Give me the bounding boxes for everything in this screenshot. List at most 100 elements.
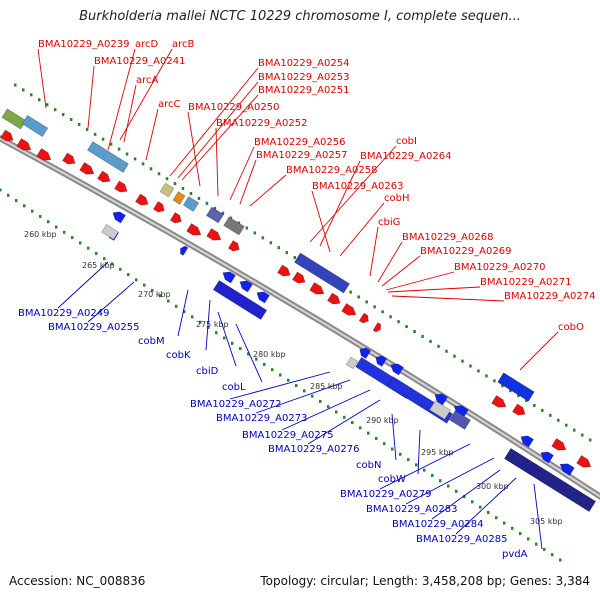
- inner-tick-dot: [143, 283, 146, 287]
- forward-gene-arrow: [16, 138, 32, 151]
- inner-tick-dot: [279, 373, 282, 377]
- gene-label-forward: cbiG: [378, 217, 400, 228]
- outer-tick-dot: [77, 122, 81, 126]
- gene-label-forward: BMA10229_A0269: [420, 246, 511, 257]
- forward-gene-arrow: [341, 303, 357, 316]
- outer-tick-dot: [357, 295, 360, 299]
- feature-box: [87, 141, 129, 173]
- outer-tick-dot: [381, 310, 384, 314]
- outer-tick-dot: [365, 300, 368, 304]
- leader-line: [533, 483, 543, 550]
- gene-label-forward: BMA10229_A0252: [216, 118, 307, 129]
- outer-tick-dot: [437, 344, 440, 348]
- reverse-gene-arrow: [559, 463, 575, 476]
- tick-label: 265 kbp: [82, 261, 115, 270]
- inner-tick-dot: [383, 442, 386, 446]
- outer-tick-dot: [405, 325, 408, 329]
- inner-tick-dot: [287, 378, 290, 382]
- leader-line: [339, 202, 385, 257]
- outer-tick-dot: [413, 330, 416, 334]
- leader-line: [391, 295, 505, 302]
- gene-label-forward: BMA10229_A0250: [188, 102, 279, 113]
- outer-tick-dot: [229, 216, 233, 220]
- leader-line: [249, 174, 287, 207]
- inner-tick-dot: [375, 436, 378, 440]
- outer-tick-dot: [14, 83, 17, 87]
- gene-label-reverse: cobL: [222, 382, 246, 393]
- forward-gene-arrow: [309, 282, 325, 295]
- outer-tick-dot: [469, 364, 472, 368]
- feature-box: [503, 447, 597, 513]
- outer-tick-dot: [445, 349, 448, 353]
- leader-line: [181, 94, 259, 181]
- gene-label-reverse: pvdA: [502, 549, 528, 560]
- inner-tick-dot: [231, 341, 234, 345]
- outer-tick-dot: [485, 374, 488, 378]
- tick-label: 300 kbp: [476, 482, 509, 491]
- gene-label-forward: BMA10229_A0270: [454, 262, 545, 273]
- inner-tick-dot: [471, 500, 474, 504]
- outer-tick-dot: [101, 137, 105, 141]
- leader-line: [169, 67, 259, 177]
- outer-tick-dot: [277, 246, 281, 250]
- outer-tick-dot: [117, 147, 121, 151]
- inner-tick-dot: [439, 479, 442, 483]
- gene-label-forward: cobO: [558, 322, 584, 333]
- inner-tick-dot: [95, 251, 98, 255]
- inner-tick-dot: [463, 495, 466, 499]
- gene-label-reverse: BMA10229_A0276: [268, 444, 359, 455]
- leader-line: [385, 271, 455, 291]
- outer-tick-dot: [181, 187, 185, 191]
- forward-gene-arrow: [186, 223, 202, 236]
- leader-line: [431, 469, 501, 520]
- outer-tick-dot: [61, 113, 65, 117]
- leader-line: [319, 160, 361, 247]
- gene-label-reverse: cobW: [378, 474, 406, 485]
- topology-summary: Topology: circular; Length: 3,458,208 bp…: [260, 574, 590, 588]
- outer-tick-dot: [389, 315, 392, 319]
- leader-line: [217, 311, 237, 367]
- forward-gene-arrow: [206, 228, 222, 241]
- leader-line: [119, 48, 173, 141]
- inner-tick-dot: [63, 230, 66, 234]
- leader-line: [369, 226, 379, 277]
- leader-line: [187, 111, 201, 187]
- feature-box: [101, 224, 119, 240]
- inner-tick-dot: [519, 532, 522, 536]
- inner-tick-dot: [263, 362, 266, 366]
- feature-box: [212, 280, 268, 320]
- forward-gene-arrow: [491, 395, 507, 408]
- inner-tick-dot: [191, 315, 194, 319]
- leader-line: [309, 145, 397, 243]
- accession-text: Accession: NC_008836: [9, 574, 146, 588]
- inner-tick-dot: [495, 516, 498, 520]
- outer-tick-dot: [245, 226, 249, 230]
- outer-tick-dot: [45, 103, 49, 107]
- inner-tick-dot: [175, 304, 178, 308]
- map-title: Burkholderia mallei NCTC 10229 chromosom…: [79, 9, 521, 24]
- inner-tick-dot: [447, 484, 450, 488]
- inner-tick-dot: [359, 426, 362, 430]
- gene-label-forward: arcA: [136, 75, 159, 86]
- outer-tick-dot: [149, 167, 153, 171]
- inner-tick-dot: [527, 537, 530, 541]
- leader-line: [177, 289, 189, 337]
- outer-tick-dot: [501, 384, 504, 388]
- outer-tick-dot: [165, 177, 169, 181]
- inner-tick-dot: [223, 336, 226, 340]
- leader-line: [255, 379, 351, 414]
- leader-line: [281, 389, 371, 431]
- inner-tick-dot: [559, 558, 562, 562]
- gene-label-forward: BMA10229_A0263: [312, 181, 403, 192]
- forward-gene-arrow: [327, 292, 341, 305]
- feature-box: [449, 410, 471, 430]
- feature-box: [1, 108, 27, 130]
- outer-tick-dot: [261, 236, 265, 240]
- outer-tick-dot: [37, 98, 41, 102]
- inner-tick-dot: [535, 542, 538, 546]
- outer-tick-dot: [573, 428, 576, 432]
- reverse-gene-arrow: [256, 291, 270, 304]
- leader-line: [229, 146, 255, 201]
- gene-label-reverse: cobM: [138, 336, 165, 347]
- forward-gene-arrow: [114, 180, 128, 193]
